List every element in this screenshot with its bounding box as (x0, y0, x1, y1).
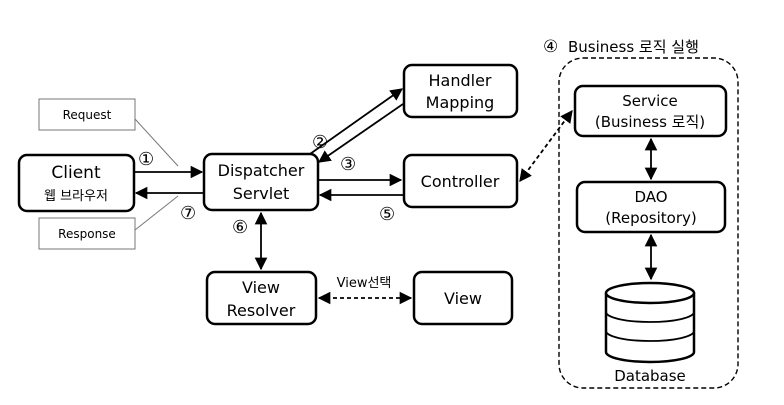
step-4-label: ④ (543, 37, 558, 57)
arrow-dispatcher-to-handler (309, 88, 404, 155)
step-7-label: ⑦ (180, 203, 196, 224)
step-1-label: ① (138, 149, 154, 170)
response-note (38, 217, 136, 250)
view-resolver-box (205, 270, 318, 326)
database-label: Database (614, 367, 686, 385)
view-resolver-line2: Resolver (227, 301, 296, 320)
view-select-label: View선택 (337, 276, 392, 291)
database-icon (604, 281, 696, 364)
step-3-label: ③ (340, 154, 356, 175)
request-callout-line (134, 118, 179, 167)
response-callout-line (134, 195, 179, 231)
dao-box (575, 180, 727, 234)
step-2-label: ② (312, 132, 328, 153)
client-subtitle: 웹 브라우저 (44, 189, 108, 204)
dao-line2: (Repository) (605, 209, 696, 227)
service-line1: Service (622, 92, 677, 110)
business-logic-group (558, 57, 739, 389)
handler-mapping-box (402, 63, 519, 119)
service-box (573, 84, 728, 138)
request-note-text: Request (63, 108, 112, 122)
view-label: View (444, 289, 482, 308)
dao-line1: DAO (634, 188, 667, 206)
step-6-label: ⑥ (232, 217, 248, 238)
step-5-label: ⑤ (379, 204, 395, 225)
arrow-handler-to-dispatcher (317, 103, 404, 163)
handler-mapping-line2: Mapping (426, 93, 495, 112)
business-logic-label: Business 로직 실행 (568, 38, 699, 56)
dispatcher-servlet-box (202, 152, 320, 212)
request-note (38, 98, 136, 131)
dispatcher-line1: Dispatcher (218, 161, 305, 180)
arrow-controller-service (519, 109, 573, 183)
controller-box (402, 153, 519, 209)
dispatcher-line2: Servlet (233, 184, 290, 203)
handler-mapping-line1: Handler (429, 71, 492, 90)
view-resolver-line1: View (242, 278, 280, 297)
service-line2: (Business 로직) (595, 113, 705, 131)
response-note-text: Response (58, 227, 116, 241)
client-box (17, 153, 136, 213)
view-box (412, 270, 514, 326)
client-title: Client (51, 163, 101, 183)
controller-label: Controller (421, 172, 500, 191)
